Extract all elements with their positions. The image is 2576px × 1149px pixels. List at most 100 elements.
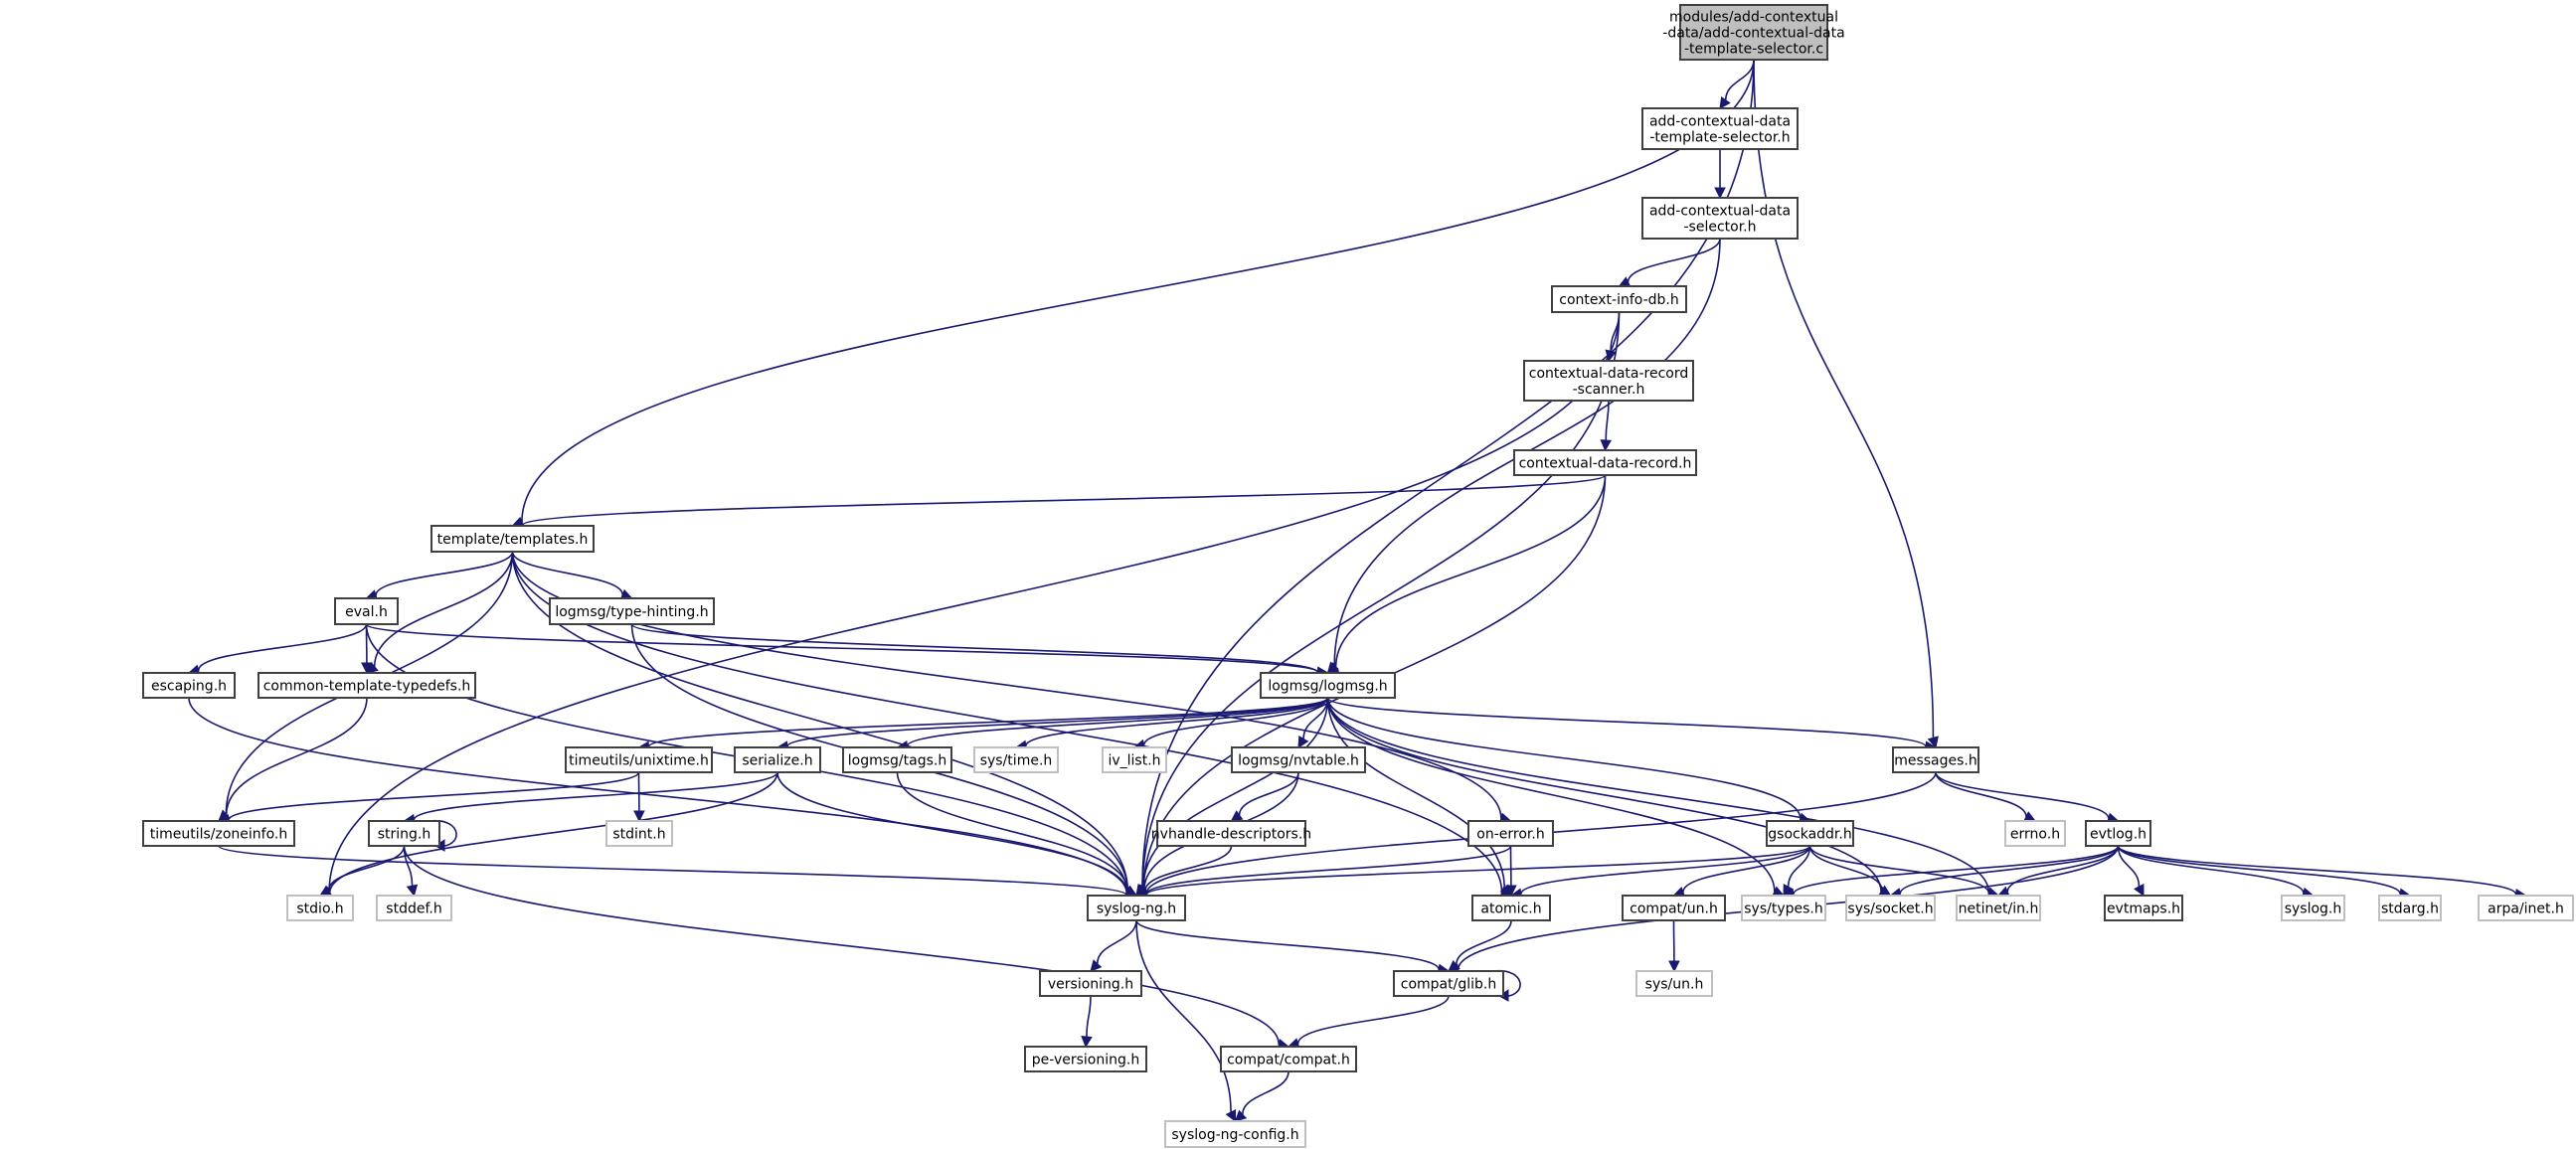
node-acds_h[interactable]: add-contextual-data-selector.h (1641, 197, 1799, 240)
node-label: sys/un.h (1645, 977, 1704, 993)
node-label: sys/socket.h (1847, 902, 1933, 917)
edge-string_h-to-compat_h (403, 845, 1290, 1051)
edge-glib_h-to-compat_h (1287, 995, 1450, 1050)
node-typehint_h[interactable]: logmsg/type-hinting.h (549, 597, 715, 625)
node-ctt_h[interactable]: common-template-typedefs.h (258, 672, 476, 699)
node-label: contextual-data-record.h (1519, 456, 1692, 472)
node-errno_h[interactable]: errno.h (2004, 820, 2066, 847)
edges-layer (187, 59, 2527, 1123)
edge-path (1326, 697, 1776, 893)
node-label: compat/glib.h (1401, 977, 1496, 993)
edge-templates_h-to-typehint_h (511, 551, 633, 600)
node-label: -data/add-contextual-data (1662, 26, 1844, 42)
node-sysun_h[interactable]: sys/un.h (1635, 970, 1713, 997)
node-box (430, 525, 595, 553)
node-evtmaps_h[interactable]: evtmaps.h (2104, 895, 2183, 921)
node-label: compat/un.h (1630, 902, 1718, 917)
arrowhead (1448, 959, 1460, 972)
arrowhead (1090, 959, 1103, 972)
node-escaping_h[interactable]: escaping.h (142, 672, 236, 699)
arrowhead (633, 810, 645, 823)
node-systime_h[interactable]: sys/time.h (973, 746, 1059, 773)
node-eval_h[interactable]: eval.h (334, 597, 399, 625)
node-stdio_h[interactable]: stdio.h (286, 895, 354, 921)
node-box (605, 820, 673, 847)
node-cdrs_h[interactable]: contextual-data-record-scanner.h (1523, 360, 1694, 402)
edge-path (1145, 845, 1811, 896)
node-box (286, 895, 354, 921)
node-cdr_h[interactable]: contextual-data-record.h (1513, 449, 1697, 476)
node-label: stddef.h (386, 902, 441, 917)
node-label: sys/types.h (1744, 902, 1822, 917)
arrowhead (361, 662, 373, 675)
edge-gsockaddr_h-to-syssocket_h (1808, 845, 1892, 897)
node-gsockaddr_h[interactable]: gsockaddr.h (1766, 820, 1854, 847)
edge-syslogng_h-to-config_h (1135, 919, 1237, 1123)
node-tags_h[interactable]: logmsg/tags.h (842, 746, 952, 773)
node-syssocket_h[interactable]: sys/socket.h (1845, 895, 1936, 921)
node-label: stdint.h (612, 827, 665, 843)
edge-eval_h-to-escaping_h (187, 623, 368, 676)
node-label: timeutils/unixtime.h (569, 753, 709, 769)
node-cidb_h[interactable]: context-info-db.h (1551, 285, 1687, 313)
node-logmsg_h[interactable]: logmsg/logmsg.h (1260, 672, 1396, 699)
node-label: logmsg/nvtable.h (1238, 753, 1359, 769)
node-root[interactable]: modules/add-contextual-data/add-contextu… (1662, 4, 1845, 61)
node-unixtime_h[interactable]: timeutils/unixtime.h (565, 746, 713, 773)
node-stdarg_h[interactable]: stdarg.h (2378, 895, 2442, 921)
node-label: gsockaddr.h (1768, 827, 1851, 843)
node-label: add-contextual-data (1649, 204, 1791, 220)
edge-path (1455, 919, 1512, 965)
edge-logmsg_h-to-atomic_h (1326, 697, 1512, 897)
node-box (1471, 895, 1551, 921)
node-compatun_h[interactable]: compat/un.h (1622, 895, 1726, 921)
edge-path (521, 474, 1607, 527)
node-box (2085, 820, 2151, 847)
edge-path (1724, 59, 1755, 100)
node-evtlog_h[interactable]: evtlog.h (2085, 820, 2151, 847)
node-box (2104, 895, 2183, 921)
edge-logmsg_h-to-serialize_h (775, 697, 1329, 752)
node-serialize_h[interactable]: serialize.h (734, 746, 821, 773)
node-atomic_h[interactable]: atomic.h (1471, 895, 1551, 921)
node-onerror_h[interactable]: on-error.h (1467, 820, 1554, 847)
node-label: compat/compat.h (1227, 1053, 1350, 1068)
node-stddef_h[interactable]: stddef.h (376, 895, 452, 921)
node-netinet_h[interactable]: netinet/in.h (1956, 895, 2041, 921)
edge-logmsg_h-to-unixtime_h (637, 697, 1329, 753)
node-messages_h[interactable]: messages.h (1892, 746, 1979, 773)
edge-path (328, 311, 1621, 892)
node-compat_h[interactable]: compat/compat.h (1220, 1046, 1357, 1072)
node-label: sys/time.h (980, 753, 1053, 769)
edge-onerror_h-to-atomic_h (1505, 845, 1517, 898)
edge-path (1326, 697, 1990, 894)
node-string_h[interactable]: string.h (368, 820, 440, 847)
node-stdint_h[interactable]: stdint.h (605, 820, 673, 847)
node-versioning_h[interactable]: versioning.h (1039, 970, 1142, 997)
node-arpainet_h[interactable]: arpa/inet.h (2478, 895, 2574, 921)
node-systypes_h[interactable]: sys/types.h (1741, 895, 1826, 921)
node-nvhd_h[interactable]: nvhandle-descriptors.h (1151, 820, 1311, 847)
node-nvtable_h[interactable]: logmsg/nvtable.h (1231, 746, 1366, 773)
node-label: syslog-ng.h (1097, 902, 1176, 917)
node-acdts_h[interactable]: add-contextual-data-template-selector.h (1641, 107, 1799, 150)
node-label: syslog.h (2285, 902, 2342, 917)
node-zoneinfo_h[interactable]: timeutils/zoneinfo.h (142, 820, 295, 847)
node-box (1523, 360, 1694, 402)
node-syslog_h[interactable]: syslog.h (2281, 895, 2345, 921)
node-box (1156, 820, 1306, 847)
node-box (1039, 970, 1142, 997)
edge-path (1141, 311, 1621, 889)
node-templates_h[interactable]: template/templates.h (430, 525, 595, 553)
node-glib_h[interactable]: compat/glib.h (1393, 970, 1504, 997)
node-ivlist_h[interactable]: iv_list.h (1102, 746, 1167, 773)
node-peversioning_h[interactable]: pe-versioning.h (1024, 1046, 1147, 1072)
edge-logmsg_h-to-systypes_h (1326, 697, 1786, 898)
arrowhead (1230, 810, 1244, 822)
edge-atomic_h-to-glib_h (1448, 919, 1512, 972)
edge-evtlog_h-to-evtmaps_h (2117, 845, 2145, 897)
edge-path (1326, 697, 1802, 819)
node-syslogng_h[interactable]: syslog-ng.h (1087, 895, 1186, 921)
node-config_h[interactable]: syslog-ng-config.h (1164, 1120, 1306, 1148)
